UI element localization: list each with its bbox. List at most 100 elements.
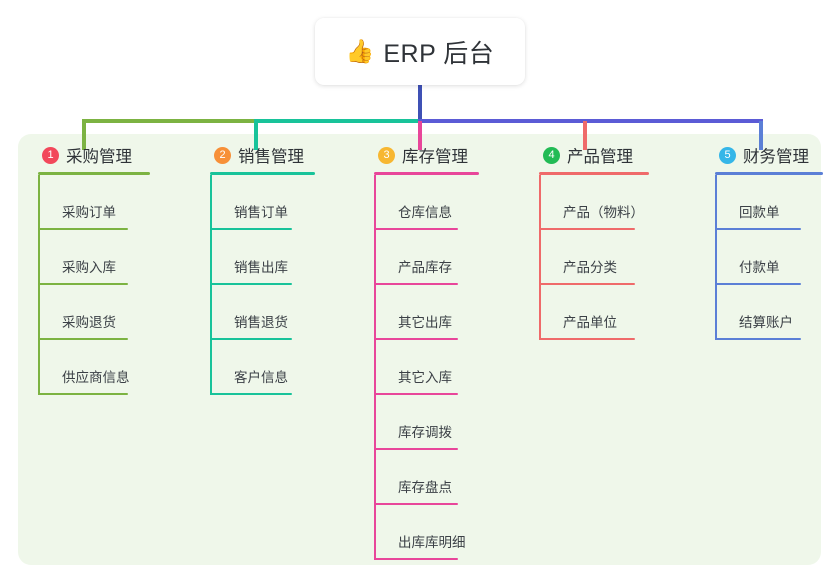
branch-header-rule: [374, 172, 479, 175]
branch-item[interactable]: 销售订单: [210, 175, 315, 230]
branch-item-label: 客户信息: [234, 370, 288, 385]
branch-item[interactable]: 库存调拨: [374, 395, 479, 450]
branch-header-4[interactable]: 4 产品管理: [539, 142, 649, 168]
branch-item-rule: [715, 283, 801, 285]
branch-header-3[interactable]: 3 库存管理: [374, 142, 479, 168]
branch-item-label: 库存调拨: [398, 425, 452, 440]
branch-item-rule: [210, 393, 292, 395]
branch-spine: [539, 175, 541, 340]
branch-item[interactable]: 回款单: [715, 175, 823, 230]
branch-index-badge: 2: [214, 146, 231, 164]
branch-item-label: 仓库信息: [398, 205, 452, 220]
branch-title: 销售管理: [238, 148, 304, 166]
branch-header-1[interactable]: 1 采购管理: [38, 142, 150, 168]
branch-item-rule: [210, 228, 292, 230]
branch-item-rule: [38, 393, 128, 395]
root-node[interactable]: 👍 ERP 后台: [315, 18, 525, 85]
branch-item-label: 产品单位: [563, 315, 617, 330]
branch-title: 库存管理: [402, 148, 468, 166]
branch-item-label: 销售出库: [234, 260, 288, 275]
branch-item-rule: [715, 228, 801, 230]
branch-item-label: 销售退货: [234, 315, 288, 330]
branch-item-label: 销售订单: [234, 205, 288, 220]
branch-item-rule: [374, 558, 458, 560]
branch-item-rule: [38, 283, 128, 285]
branch-item-rule: [374, 283, 458, 285]
branch-item[interactable]: 客户信息: [210, 340, 315, 395]
branch-item-label: 回款单: [739, 205, 780, 220]
branch-item-list: 采购订单采购入库采购退货供应商信息: [38, 175, 150, 395]
branch-item[interactable]: 付款单: [715, 230, 823, 285]
branch-header-rule: [715, 172, 823, 175]
branch-item-rule: [38, 228, 128, 230]
branch-item[interactable]: 采购入库: [38, 230, 150, 285]
branch-item-rule: [539, 338, 635, 340]
branch-header-rule: [539, 172, 649, 175]
branch-column-采购管理: 1 采购管理采购订单采购入库采购退货供应商信息: [38, 142, 150, 395]
branch-column-销售管理: 2 销售管理销售订单销售出库销售退货客户信息: [210, 142, 315, 395]
branch-item[interactable]: 出库库明细: [374, 505, 479, 560]
branch-column-财务管理: 5 财务管理回款单付款单结算账户: [715, 142, 823, 340]
branch-spine: [715, 175, 717, 340]
branch-item-label: 其它出库: [398, 315, 452, 330]
branch-item[interactable]: 采购订单: [38, 175, 150, 230]
branch-item[interactable]: 供应商信息: [38, 340, 150, 395]
branch-header-2[interactable]: 2 销售管理: [210, 142, 315, 168]
branch-item-rule: [539, 283, 635, 285]
branch-item[interactable]: 其它入库: [374, 340, 479, 395]
branch-item-rule: [715, 338, 801, 340]
branch-title: 产品管理: [567, 148, 633, 166]
branch-item-label: 结算账户: [739, 315, 793, 330]
branch-item-rule: [374, 503, 458, 505]
branch-item-label: 采购入库: [62, 260, 116, 275]
branch-item-label: 其它入库: [398, 370, 452, 385]
branch-column-库存管理: 3 库存管理仓库信息产品库存其它出库其它入库库存调拨库存盘点出库库明细: [374, 142, 479, 560]
branch-item[interactable]: 仓库信息: [374, 175, 479, 230]
thumbs-up-icon: 👍: [345, 38, 375, 64]
branch-item-rule: [374, 393, 458, 395]
branch-spine: [38, 175, 40, 395]
branch-item-label: 付款单: [739, 260, 780, 275]
branch-item[interactable]: 产品分类: [539, 230, 649, 285]
branch-index-badge: 5: [719, 146, 736, 164]
branch-column-产品管理: 4 产品管理产品（物料） 产品分类产品单位: [539, 142, 649, 340]
branch-spine: [374, 175, 376, 560]
branch-item[interactable]: 产品库存: [374, 230, 479, 285]
branch-title: 财务管理: [743, 148, 809, 166]
branch-item[interactable]: 采购退货: [38, 285, 150, 340]
branch-item-label: 供应商信息: [62, 370, 130, 385]
branch-index-badge: 3: [378, 146, 395, 164]
branch-index-badge: 1: [42, 146, 59, 164]
branch-item-rule: [210, 283, 292, 285]
branch-header-5[interactable]: 5 财务管理: [715, 142, 823, 168]
branch-item-rule: [374, 338, 458, 340]
branch-item[interactable]: 产品（物料）: [539, 175, 649, 230]
branch-item-rule: [539, 228, 635, 230]
branch-item[interactable]: 结算账户: [715, 285, 823, 340]
branch-item-list: 销售订单销售出库销售退货客户信息: [210, 175, 315, 395]
branch-item-label: 产品（物料）: [563, 205, 644, 220]
branch-index-badge: 4: [543, 146, 560, 164]
branch-item-list: 回款单付款单结算账户: [715, 175, 823, 340]
branches-panel: [18, 134, 821, 565]
branch-item-label: 采购订单: [62, 205, 116, 220]
branch-item[interactable]: 库存盘点: [374, 450, 479, 505]
branch-item-rule: [38, 338, 128, 340]
branch-header-rule: [210, 172, 315, 175]
branch-item[interactable]: 销售退货: [210, 285, 315, 340]
branch-item-label: 采购退货: [62, 315, 116, 330]
branch-item[interactable]: 产品单位: [539, 285, 649, 340]
branch-item[interactable]: 其它出库: [374, 285, 479, 340]
branch-item-label: 出库库明细: [398, 535, 466, 550]
branch-item-label: 库存盘点: [398, 480, 452, 495]
branch-item-list: 仓库信息产品库存其它出库其它入库库存调拨库存盘点出库库明细: [374, 175, 479, 560]
branch-title: 采购管理: [66, 148, 132, 166]
branch-item-rule: [374, 448, 458, 450]
branch-item-label: 产品库存: [398, 260, 452, 275]
branch-item-rule: [210, 338, 292, 340]
branch-item-rule: [374, 228, 458, 230]
branch-item[interactable]: 销售出库: [210, 230, 315, 285]
branch-item-list: 产品（物料） 产品分类产品单位: [539, 175, 649, 340]
root-title: ERP 后台: [383, 39, 495, 68]
